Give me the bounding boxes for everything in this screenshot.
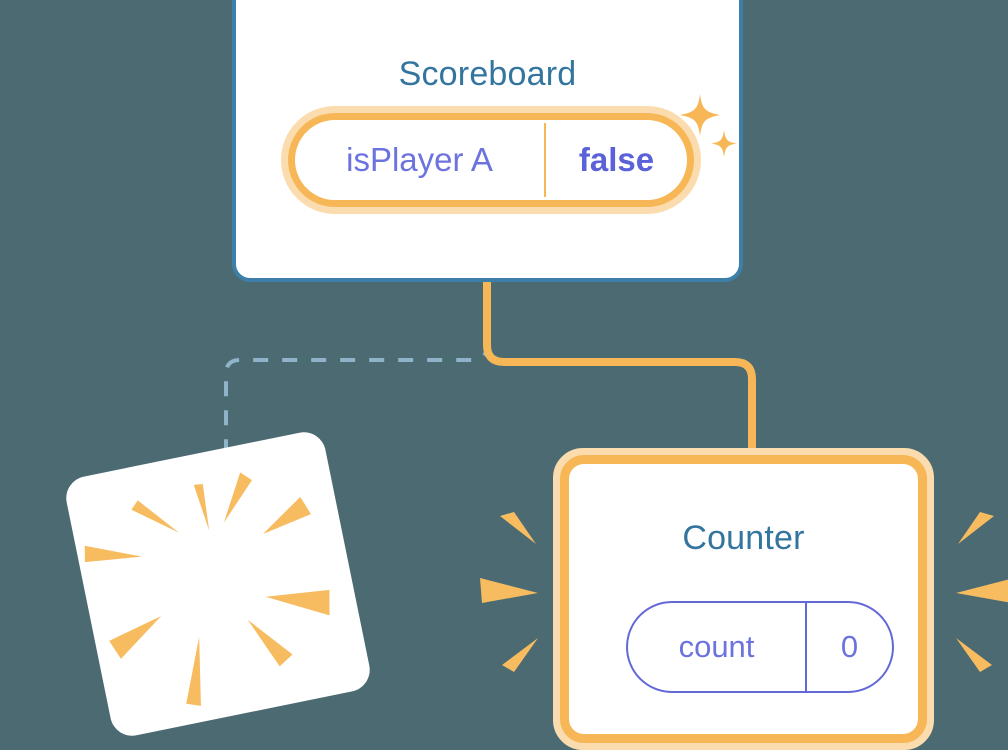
connector-scoreboard-to-counter [483, 281, 756, 460]
scoreboard-state-pill[interactable]: isPlayer A false [281, 106, 701, 214]
node-counter[interactable]: Counter count 0 [553, 448, 934, 750]
scoreboard-title: Scoreboard [398, 55, 577, 93]
ray [480, 578, 538, 603]
pill-divider [544, 123, 546, 197]
counter-state-pill[interactable]: count 0 [626, 601, 894, 693]
counter-body[interactable]: Counter count 0 [560, 455, 927, 743]
ray [186, 636, 201, 706]
sparkle-star-large [680, 94, 720, 136]
sparkle-stars [680, 94, 737, 157]
burst-rays-left [480, 512, 538, 672]
ray [502, 638, 538, 672]
ray [247, 619, 293, 667]
sparkle-star-small [711, 130, 737, 157]
pill-divider [805, 603, 807, 691]
ray [262, 496, 311, 535]
scoreboard-state-value: false [578, 141, 655, 178]
ray [956, 638, 992, 672]
ray [193, 484, 210, 531]
ray [223, 472, 252, 523]
burst-rays-center [84, 472, 330, 706]
node-scoreboard[interactable]: Scoreboard isPlayer A false [232, 0, 743, 282]
scoreboard-state-key: isPlayer A [346, 141, 493, 178]
counter-title: Counter [682, 519, 805, 557]
node-burst-card[interactable] [62, 428, 374, 740]
ray [956, 579, 1008, 603]
counter-state-key: count [678, 629, 755, 664]
ray [131, 500, 179, 533]
ray [109, 615, 162, 659]
pill-body[interactable]: isPlayer A false [288, 113, 694, 207]
pill-halo [281, 106, 701, 214]
burst-rays-right [956, 512, 1008, 672]
ray [265, 589, 330, 616]
ray [500, 512, 536, 544]
ray [958, 512, 994, 544]
counter-state-value: 0 [840, 629, 859, 664]
ray [84, 545, 143, 563]
